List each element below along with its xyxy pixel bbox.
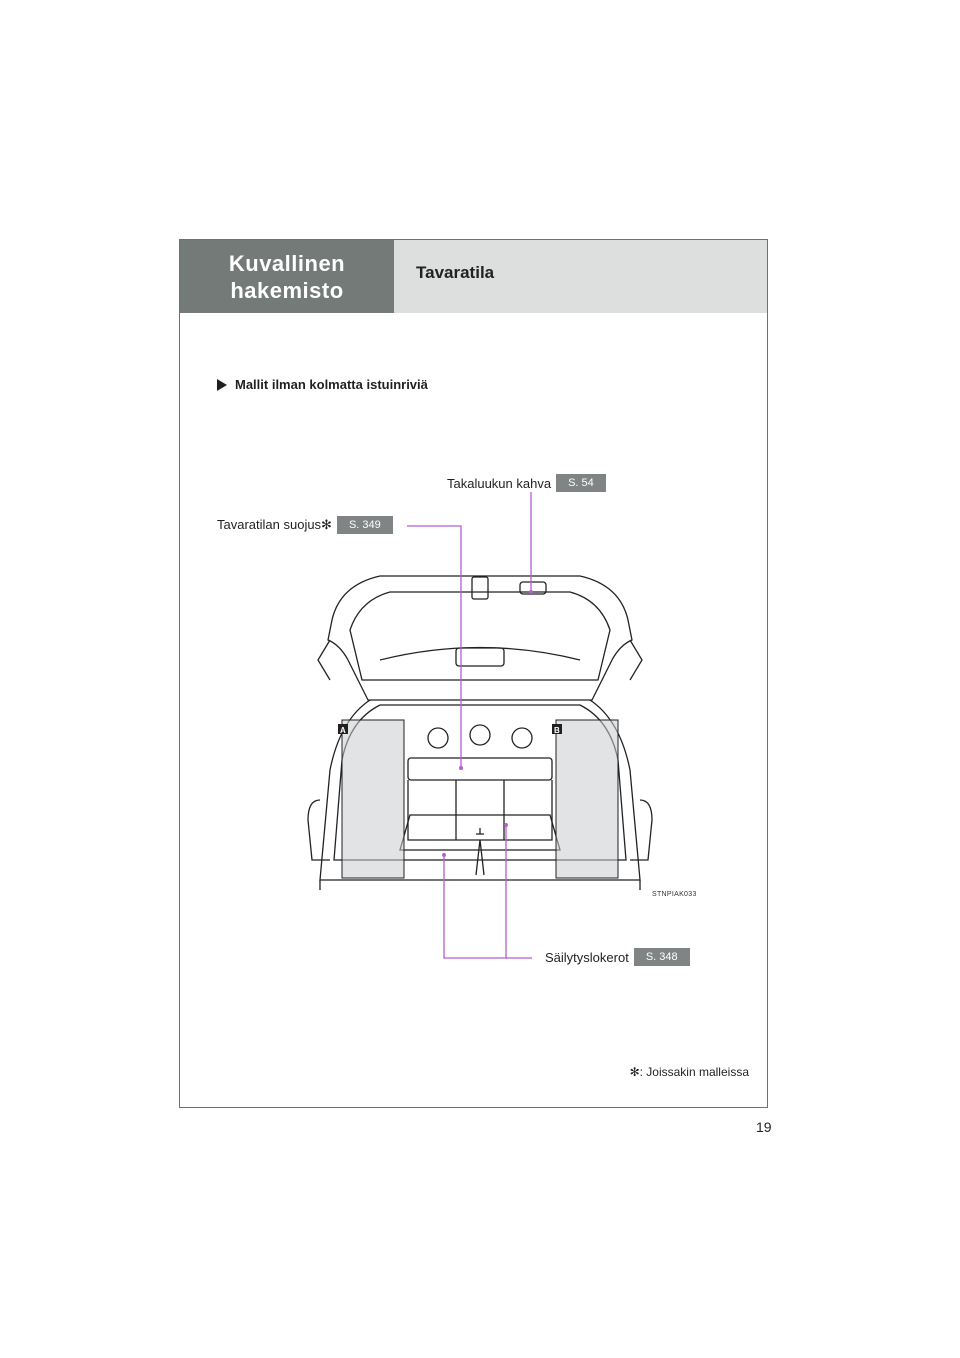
marker-b: B: [554, 726, 560, 735]
callout-storage-label: Säilytyslokerot: [545, 949, 629, 965]
cargo-area-illustration: A B: [307, 492, 653, 959]
title-bar: Tavaratila: [394, 240, 767, 313]
marker-a: A: [340, 726, 346, 735]
side-panel-a: [341, 719, 405, 879]
callout-tailgate-handle-label: Takaluukun kahva: [447, 475, 552, 491]
subsection-text: Mallit ilman kolmatta istuinriviä: [235, 377, 428, 392]
section-tab: Kuvallinen hakemisto: [180, 240, 394, 313]
callout-tonneau-cover-label: Tavaratilan suojus✻: [217, 517, 332, 532]
section-tab-line1: Kuvallinen: [228, 250, 346, 276]
callout-tailgate-handle-ref: S. 54: [556, 474, 606, 492]
callout-tailgate-handle: Takaluukun kahva S. 54: [447, 474, 606, 492]
page-title: Tavaratila: [416, 263, 495, 282]
callout-storage: Säilytyslokerot S. 348: [545, 948, 690, 966]
footnote: ✻: Joissakin malleissa: [629, 1065, 749, 1079]
subsection-heading: Mallit ilman kolmatta istuinriviä: [217, 377, 428, 392]
callout-tonneau-cover-ref: S. 349: [336, 516, 393, 534]
tailgate-outline: [327, 575, 633, 701]
side-panel-b: [555, 719, 619, 879]
leader-tonneau-cover: [407, 525, 462, 768]
page-number: 19: [756, 1119, 772, 1135]
leader-storage: [443, 825, 507, 959]
car-body: [319, 699, 641, 881]
callout-tonneau-cover: Tavaratilan suojus✻ S. 349: [217, 516, 393, 534]
illustration-code: STNPIAK033: [652, 891, 697, 898]
page-frame: Kuvallinen hakemisto Tavaratila Mallit i…: [179, 239, 768, 1108]
section-tab-line2: hakemisto: [230, 277, 344, 303]
callout-storage-ref: S. 348: [633, 948, 690, 966]
triangle-bullet-icon: [217, 378, 227, 391]
